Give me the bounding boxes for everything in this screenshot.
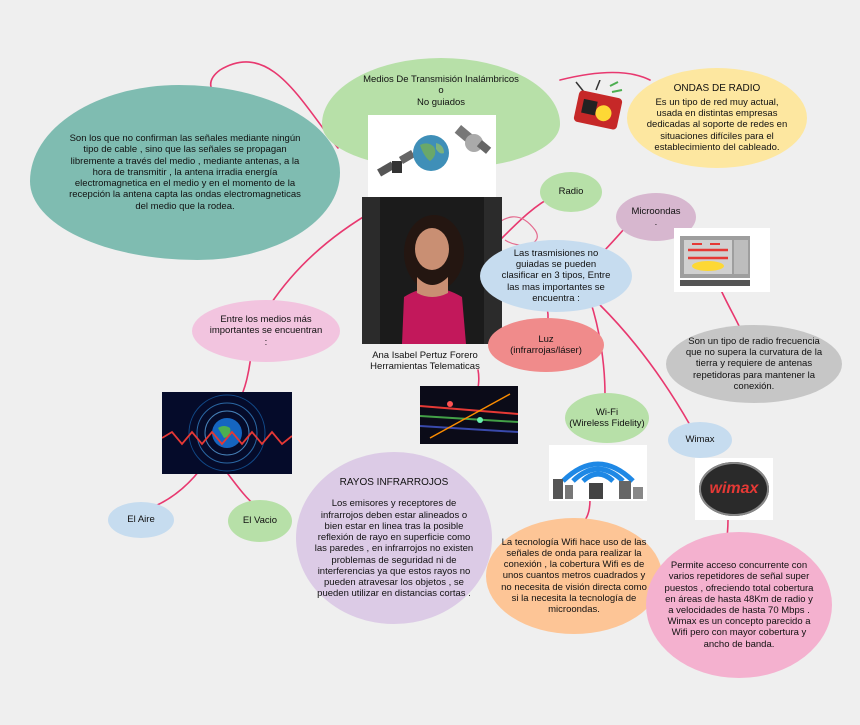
vacio-label: El Vacio	[242, 515, 278, 527]
wifi-cloud: Wi-Fi (Wireless Fidelity)	[565, 393, 649, 443]
rayos-title: RAYOS INFRARROJOS	[339, 476, 449, 488]
definition-cloud: Son los que no confirman las señales med…	[30, 85, 340, 260]
wifi-image	[549, 445, 647, 501]
wimax-description-cloud: Permite acceso concurrente con varios re…	[646, 532, 832, 678]
author-photo	[362, 197, 502, 344]
connector-ondas	[559, 71, 651, 81]
luz-cloud: Luz (infrarrojas/láser)	[488, 318, 604, 372]
wifi-description-cloud: La tecnología Wifi hace uso de las señal…	[486, 518, 662, 634]
ondas-radio-title: ONDAS DE RADIO	[673, 83, 761, 95]
center-title-line-3: No guiados	[416, 96, 466, 108]
microwave-image	[674, 228, 770, 292]
wifi-label: Wi-Fi (Wireless Fidelity)	[569, 406, 645, 429]
wimax-description-text: Permite acceso concurrente con varios re…	[664, 560, 814, 650]
satellite-image	[368, 115, 496, 197]
vacio-cloud: El Vacio	[228, 500, 292, 542]
microondas-description-cloud: Son un tipo de radio frecuencia que no s…	[666, 325, 842, 403]
connector-vacio	[224, 469, 256, 506]
microondas-description-text: Son un tipo de radio frecuencia que no s…	[685, 335, 823, 392]
wifi-description-text: La tecnología Wifi hace uso de las señal…	[501, 536, 647, 615]
medios-text: Entre los medios más importantes se encu…	[209, 314, 323, 348]
wimax-logo-image: wimax	[695, 458, 773, 520]
connector-wimax	[599, 304, 691, 426]
ondas-radio-cloud: ONDAS DE RADIO Es un tipo de red muy act…	[627, 68, 807, 168]
definition-text: Son los que no confirman las señales med…	[69, 133, 301, 212]
earth-signal-image	[162, 392, 292, 474]
center-title-line-1: Medios De Transmisión Inalámbricos	[363, 74, 519, 86]
ondas-radio-text: Es un tipo de red muy actual, usada en d…	[646, 96, 788, 153]
wimax-cloud: Wimax	[668, 422, 732, 458]
aire-cloud: El Aire	[108, 502, 174, 538]
author-name: Ana Isabel Pertuz Forero	[372, 350, 478, 361]
wimax-logo-text: wimax	[709, 480, 759, 497]
rayos-cloud: RAYOS INFRARROJOS Los emisores y recepto…	[296, 452, 492, 624]
author-course: Herramientas Telematicas	[370, 361, 480, 373]
aire-label: El Aire	[127, 514, 155, 526]
wimax-label: Wimax	[685, 434, 715, 446]
rayos-text: Los emisores y receptores de infrarrojos…	[314, 498, 474, 600]
microondas-label: Microondas .	[631, 205, 681, 228]
radio-cloud: Radio	[540, 172, 602, 212]
center-title-line-2: o	[438, 85, 444, 97]
clasificacion-text: Las trasmisiones no guiadas se pueden cl…	[501, 247, 611, 304]
radio-label: Radio	[558, 186, 584, 198]
radio-image	[570, 80, 632, 132]
laser-image	[420, 386, 518, 444]
luz-label: Luz (infrarrojas/láser)	[510, 333, 582, 356]
clasificacion-cloud: Las trasmisiones no guiadas se pueden cl…	[480, 240, 632, 312]
author-caption: Ana Isabel Pertuz Forero Herramientas Te…	[340, 350, 510, 373]
medios-cloud: Entre los medios más importantes se encu…	[192, 300, 340, 362]
